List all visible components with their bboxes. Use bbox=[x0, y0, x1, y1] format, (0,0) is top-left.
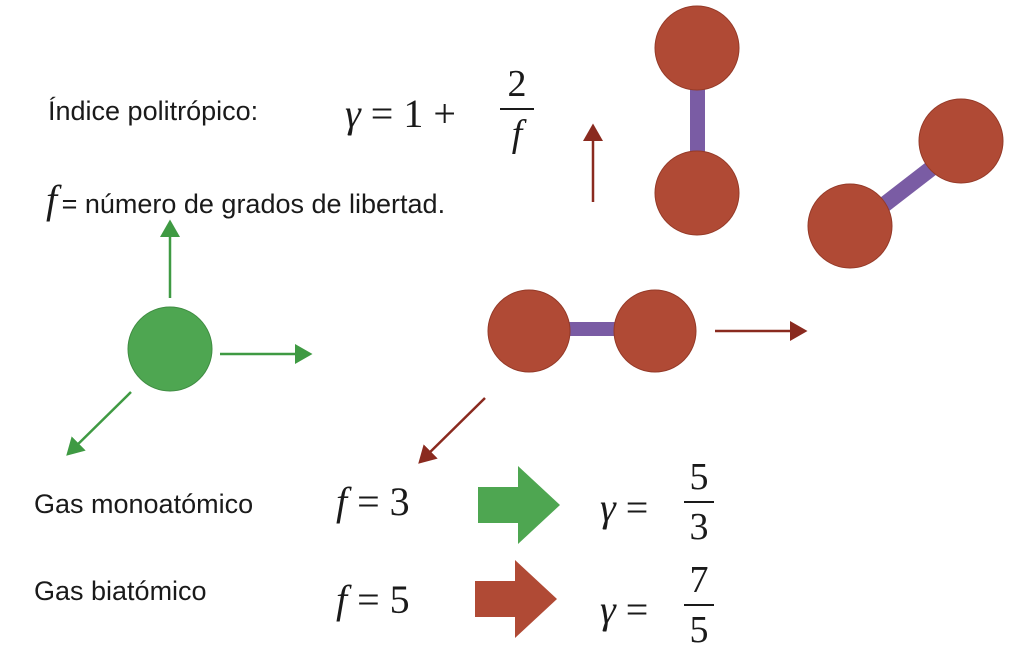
case-biatomic-f: f = 5 bbox=[336, 576, 410, 623]
case-biatomic-label: Gas biatómico bbox=[34, 576, 207, 606]
equals-sign: = bbox=[625, 587, 649, 632]
fraction-denominator: f bbox=[511, 113, 523, 155]
fraction-denominator: 5 bbox=[689, 609, 709, 651]
equals-sign: = bbox=[625, 485, 649, 530]
equals-sign: = bbox=[370, 91, 394, 136]
green-arrow-down-left bbox=[66, 391, 132, 456]
gamma-symbol: γ bbox=[600, 587, 616, 632]
case-monoatomic-fraction: 5 3 bbox=[684, 455, 714, 549]
diatomic-atom-left bbox=[487, 289, 571, 373]
f-symbol: f bbox=[46, 177, 58, 222]
fraction-bar bbox=[684, 501, 714, 503]
case-biatomic-gamma: γ = bbox=[600, 586, 648, 633]
fraction-bar bbox=[684, 604, 714, 606]
gamma-symbol: γ bbox=[600, 485, 616, 530]
red-arrow-down-left bbox=[418, 397, 486, 464]
diagonal-atom-bottom bbox=[807, 183, 893, 269]
f-symbol: f bbox=[336, 577, 348, 622]
diagonal-atom-top bbox=[918, 98, 1004, 184]
case-biatomic-fraction: 7 5 bbox=[684, 558, 714, 652]
fraction-bar bbox=[500, 108, 534, 110]
f-value: = 5 bbox=[357, 577, 410, 622]
diatomic-atom-right bbox=[613, 289, 697, 373]
vertical-atom-top bbox=[654, 5, 740, 91]
gamma-formula: γ = 1 + bbox=[345, 90, 456, 137]
bond-vertical bbox=[690, 80, 705, 162]
fraction-numerator: 7 bbox=[689, 559, 709, 601]
f-value: = 3 bbox=[357, 479, 410, 524]
fraction-numerator: 2 bbox=[507, 63, 527, 105]
case-monoatomic-label: Gas monoatómico bbox=[34, 489, 254, 519]
fraction-denominator: 3 bbox=[689, 506, 709, 548]
gamma-symbol: γ bbox=[345, 91, 361, 136]
monoatomic-result-arrow bbox=[478, 466, 560, 544]
f-definition-line: f = número de grados de libertad. bbox=[46, 176, 445, 223]
monoatomic-atom bbox=[127, 306, 213, 392]
case-monoatomic-gamma: γ = bbox=[600, 484, 648, 531]
f-definition: = número de grados de libertad. bbox=[61, 189, 446, 219]
vertical-atom-bottom bbox=[654, 150, 740, 236]
bond-horizontal bbox=[560, 322, 630, 336]
one-plus: 1 + bbox=[403, 91, 456, 136]
f-symbol: f bbox=[336, 479, 348, 524]
case-monoatomic-f: f = 3 bbox=[336, 478, 410, 525]
biatomic-result-arrow bbox=[475, 560, 557, 638]
fraction-numerator: 5 bbox=[689, 456, 709, 498]
gamma-fraction: 2 f bbox=[500, 62, 534, 156]
polytropic-index-label: Índice politrópico: bbox=[48, 96, 259, 126]
